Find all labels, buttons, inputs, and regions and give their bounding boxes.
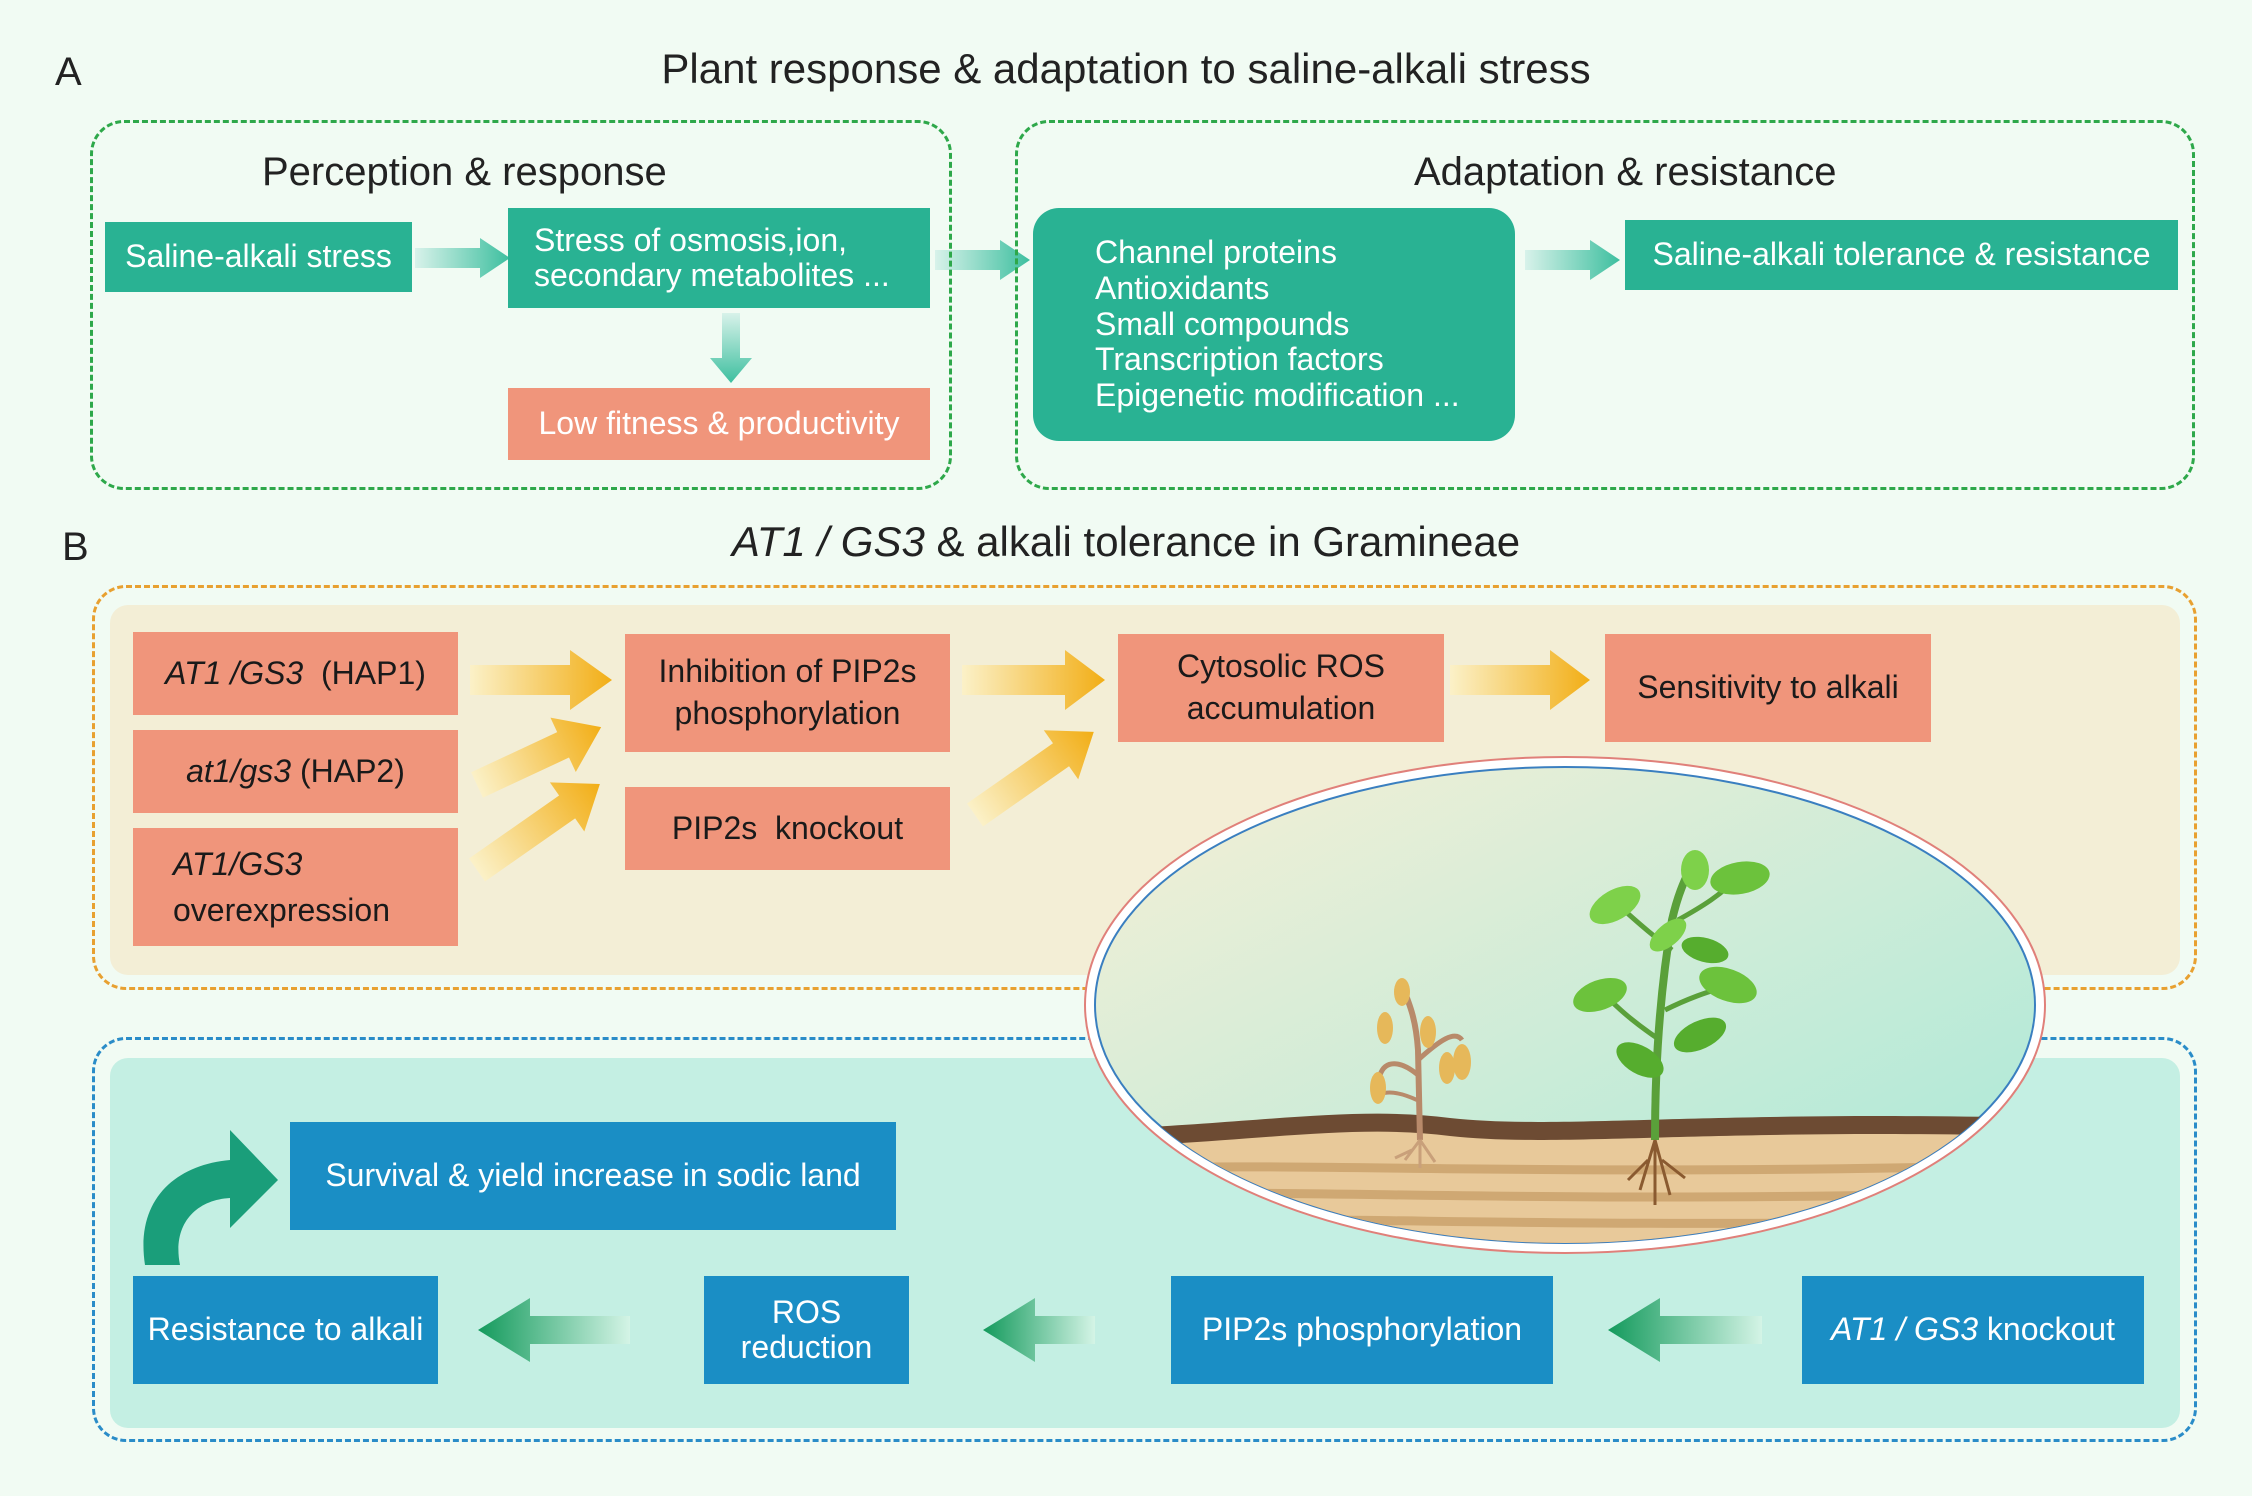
mechanism-epigenetic: Epigenetic modification ... (1095, 377, 1460, 414)
osmosis-line-2: secondary metabolites ... (534, 257, 890, 293)
saline-alkali-stress-box: Saline-alkali stress (105, 222, 412, 292)
curved-arrow-icon (143, 1130, 278, 1265)
overexpression-label: overexpression (173, 892, 390, 928)
hap1-gene: AT1 /GS3 (165, 654, 304, 691)
adaptation-heading: Adaptation & resistance (1414, 150, 1837, 194)
arrow-knockout-to-phosphorylation (1608, 1298, 1762, 1362)
arrow-inhibition-to-ros (962, 650, 1105, 710)
survival-yield-box: Survival & yield increase in sodic land (290, 1122, 896, 1230)
arrow-perception-to-adaptation (935, 240, 1030, 280)
panel-b-title-gene: AT1 / GS3 (731, 518, 925, 565)
pip2s-knockout-box: PIP2s knockout (625, 787, 950, 870)
arrow-ros-to-resistance (478, 1298, 630, 1362)
arrow-osmosis-to-lowfitness (710, 313, 752, 383)
cytosolic-ros-box: Cytosolic ROS accumulation (1118, 634, 1444, 742)
mechanism-small-compounds: Small compounds (1095, 305, 1350, 342)
ros-line-1: Cytosolic ROS (1176, 648, 1386, 685)
arrow-stress-to-osmosis (415, 238, 510, 278)
adaptation-container (1015, 120, 2195, 490)
perception-container (90, 120, 952, 490)
mechanism-channel-proteins: Channel proteins (1095, 233, 1337, 270)
panel-b-title: AT1 / GS3 & alkali tolerance in Graminea… (0, 518, 2252, 566)
pip2s-phosphorylation-box: PIP2s phosphorylation (1171, 1276, 1553, 1384)
mechanism-transcription-factors: Transcription factors (1095, 341, 1384, 378)
hap2-gene: at1/gs3 (186, 752, 292, 789)
panel-a-letter: A (55, 50, 82, 94)
panel-b-title-rest: & alkali tolerance in Gramineae (924, 518, 1521, 565)
arrow-phosphorylation-to-ros (983, 1298, 1095, 1362)
tolerance-box: Saline-alkali tolerance & resistance (1625, 220, 2178, 290)
panel-b-letter: B (62, 525, 89, 569)
inhibition-box: Inhibition of PIP2s phosphorylation (625, 634, 950, 752)
at1-knockout-box: AT1 / GS3 knockout (1802, 1276, 2144, 1384)
hap1-label: (HAP1) (303, 654, 426, 691)
arrow-knockout-to-ros (966, 730, 1094, 827)
at1-knockout-gene: AT1 / GS3 (1831, 1311, 1979, 1348)
osmosis-stress-box: Stress of osmosis,ion, secondary metabol… (508, 208, 930, 308)
arrow-hap1-to-inhibition (470, 650, 612, 710)
overexpression-box: AT1/GS3 overexpression (133, 828, 458, 946)
arrow-overexpression-to-inhibition (468, 782, 600, 882)
arrow-ros-to-sensitivity (1450, 650, 1590, 710)
resistance-box: Resistance to alkali (133, 1276, 438, 1384)
mechanism-antioxidants: Antioxidants (1095, 269, 1270, 306)
arrow-mechanisms-to-tolerance (1525, 240, 1620, 280)
at1-knockout-label: knockout (1978, 1311, 2115, 1348)
inhibition-line-2: phosphorylation (674, 695, 901, 731)
perception-heading: Perception & response (262, 150, 667, 194)
arrow-hap2-to-inhibition (471, 717, 602, 798)
inhibition-line-1: Inhibition of PIP2s (658, 653, 917, 690)
overexpression-gene: AT1/GS3 (173, 845, 303, 882)
low-fitness-box: Low fitness & productivity (508, 388, 930, 460)
hap1-box: AT1 /GS3 (HAP1) (133, 632, 458, 715)
hap2-box: at1/gs3 (HAP2) (133, 730, 458, 813)
osmosis-line-1: Stress of osmosis,ion, (534, 221, 847, 258)
panel-a-title: Plant response & adaptation to saline-al… (661, 45, 1591, 92)
ros-reduction-box: ROS reduction (704, 1276, 909, 1384)
mechanisms-box: Channel proteins Antioxidants Small comp… (1033, 208, 1515, 441)
sensitivity-box: Sensitivity to alkali (1605, 634, 1931, 742)
ros-line-2: accumulation (1186, 690, 1376, 726)
hap2-label: (HAP2) (291, 752, 405, 789)
